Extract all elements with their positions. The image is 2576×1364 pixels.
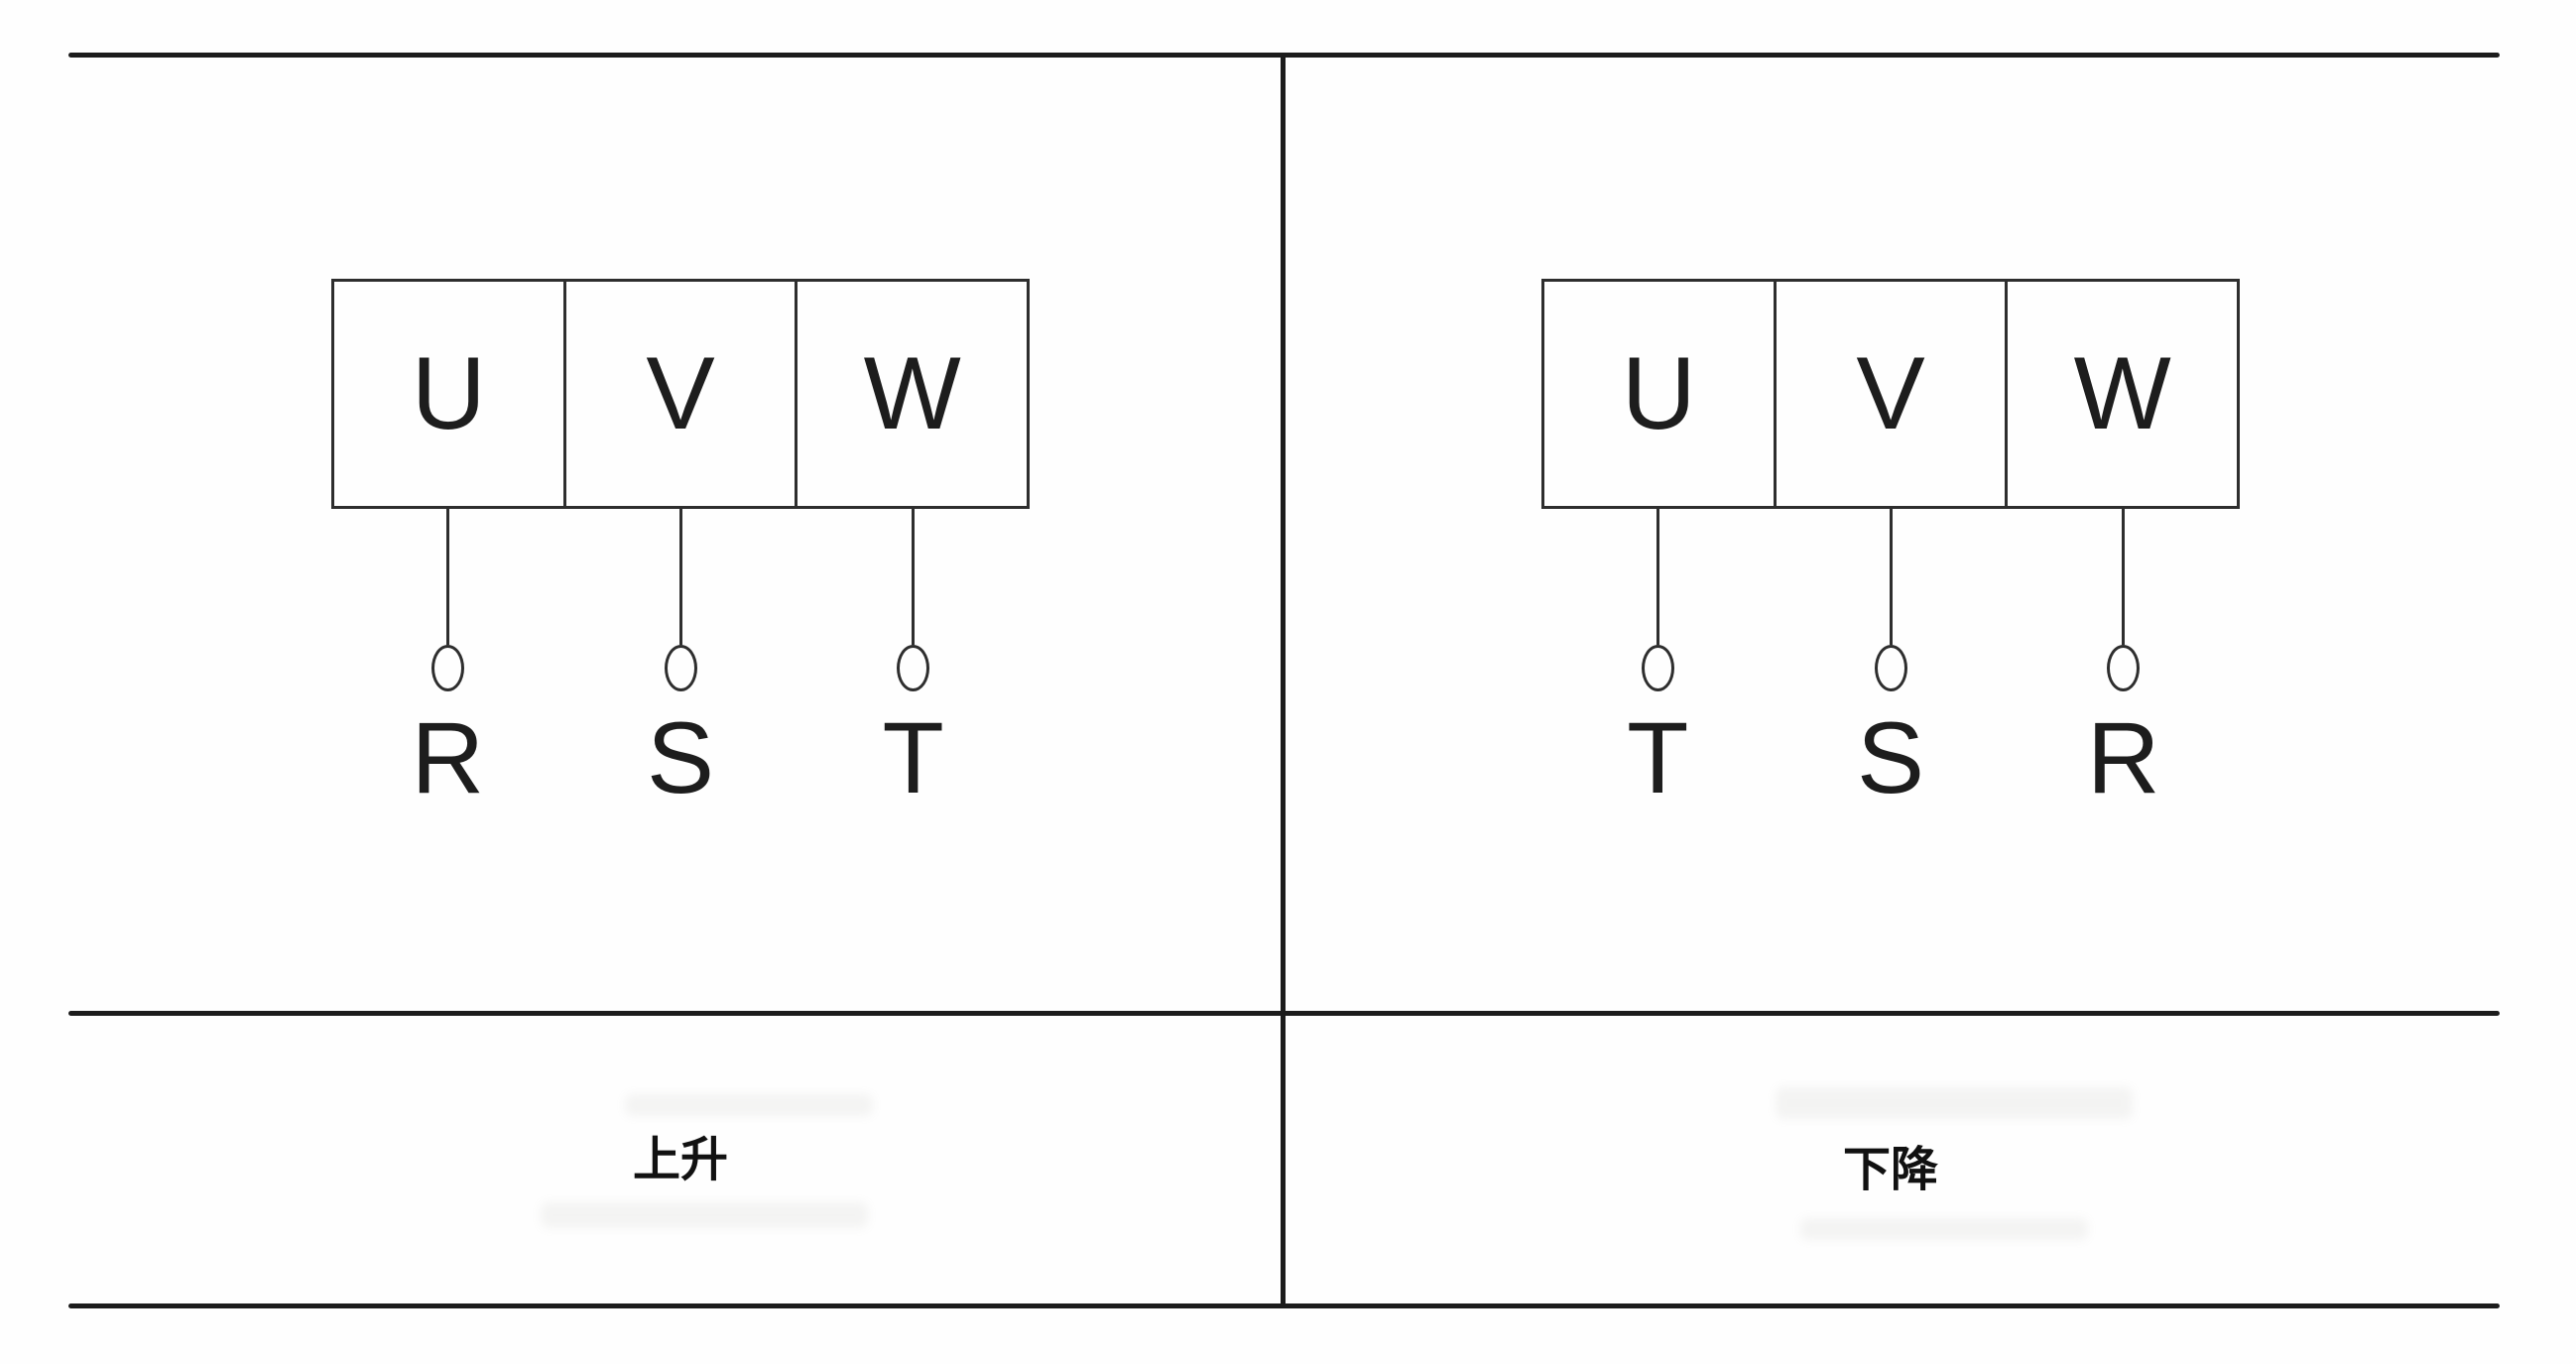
phase-label-r: R [411, 701, 485, 814]
terminal-node-icon [664, 645, 697, 691]
terminal-label-w: W [863, 336, 961, 451]
phase-label-r: R [2086, 701, 2160, 814]
terminal-label-u: U [1621, 336, 1696, 451]
terminal-node-icon [2107, 645, 2141, 691]
caption-rise: 上升 [632, 1134, 728, 1186]
lead-fall-2: S [1775, 509, 2008, 808]
phase-label-s: S [1856, 701, 1925, 814]
phase-label-t: T [1627, 701, 1689, 814]
phase-label-t: T [882, 701, 944, 814]
lead-rise-3: T [797, 509, 1030, 808]
caption-fall: 下降 [1842, 1144, 1938, 1196]
lead-fall-1: T [1541, 509, 1775, 808]
watermark-remnant [541, 1202, 868, 1228]
terminal-cell-v: V [566, 282, 798, 506]
panel-rise: U V W R S T [331, 279, 1030, 808]
terminal-node-icon [1874, 645, 1907, 691]
terminal-cell-w: W [2008, 282, 2237, 506]
wire-icon [445, 509, 449, 645]
terminal-cell-u: U [334, 282, 566, 506]
terminal-node-icon [897, 645, 930, 691]
lead-rise-1: R [331, 509, 564, 808]
wire-icon [912, 509, 916, 645]
terminal-cell-u: U [1544, 282, 1777, 506]
terminal-block-fall: U V W [1541, 279, 2240, 509]
leads-rise: R S T [331, 509, 1030, 808]
vertical-divider [1281, 55, 1286, 1306]
terminal-label-v: V [1856, 336, 1925, 451]
wire-icon [1889, 509, 1893, 645]
watermark-remnant [1776, 1087, 2133, 1119]
terminal-cell-w: W [797, 282, 1027, 506]
wire-icon [2122, 509, 2126, 645]
panel-fall: U V W T S R [1541, 279, 2240, 808]
terminal-label-v: V [646, 336, 715, 451]
phase-label-s: S [646, 701, 715, 814]
terminal-block-rise: U V W [331, 279, 1030, 509]
terminal-label-w: W [2073, 336, 2171, 451]
watermark-remnant [625, 1094, 873, 1116]
lead-fall-3: R [2007, 509, 2240, 808]
terminal-node-icon [1641, 645, 1674, 691]
watermark-remnant [1800, 1218, 2088, 1240]
terminal-label-u: U [411, 336, 486, 451]
wire-icon [678, 509, 682, 645]
lead-rise-2: S [564, 509, 797, 808]
terminal-node-icon [430, 645, 464, 691]
wire-icon [1656, 509, 1659, 645]
terminal-cell-v: V [1777, 282, 2009, 506]
leads-fall: T S R [1541, 509, 2240, 808]
